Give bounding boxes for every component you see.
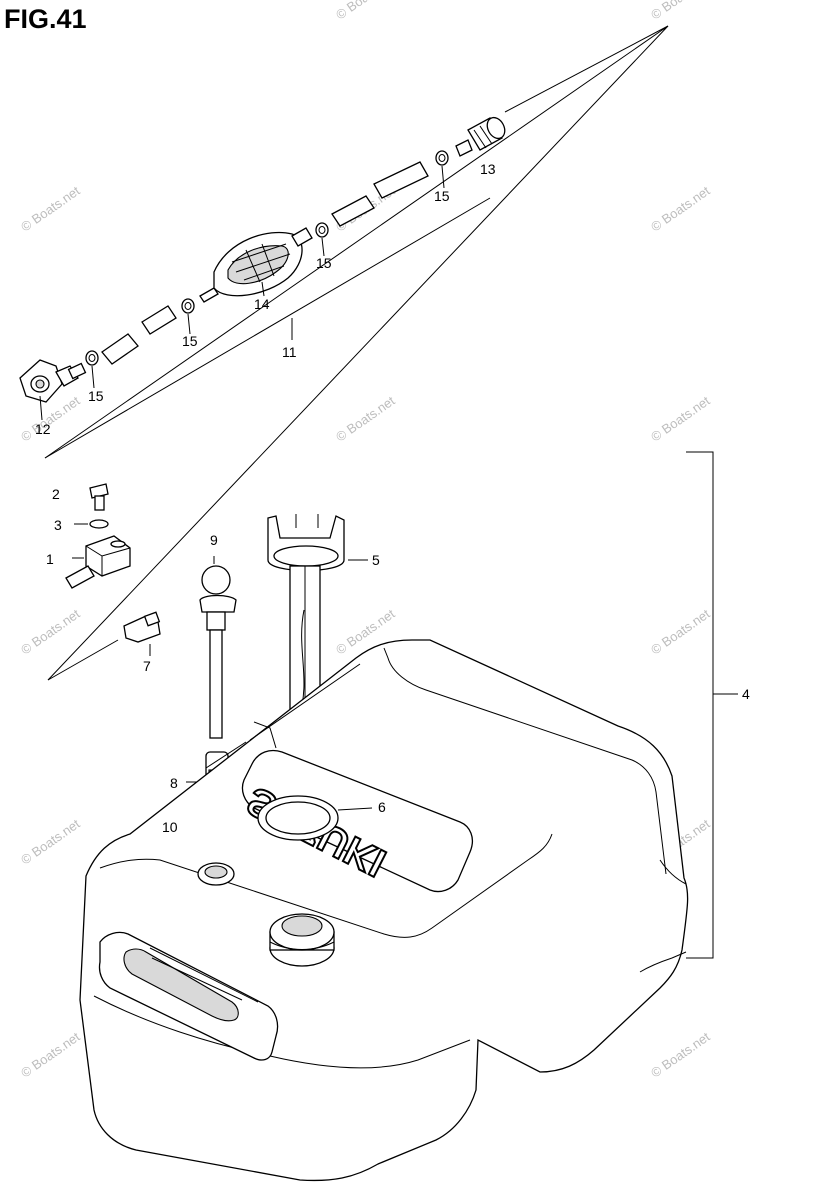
tank-joint-parts	[65, 483, 161, 656]
watermark: © Boats.net	[333, 0, 398, 22]
callout-2: 2	[52, 486, 60, 502]
callout-15: 15	[434, 188, 450, 204]
callout-14: 14	[254, 296, 270, 312]
watermark: © Boats.net	[648, 1029, 713, 1081]
hose-clip	[181, 298, 195, 314]
suction-pipe	[199, 565, 237, 739]
callout-1: 1	[46, 551, 54, 567]
watermark: © Boats.net	[333, 393, 398, 445]
primer-bulb	[199, 227, 313, 303]
callout-6: 6	[378, 799, 386, 815]
callout-10: 10	[162, 819, 178, 835]
watermark: © Boats.net	[648, 0, 713, 22]
hose-clip	[315, 222, 329, 238]
bolt	[89, 483, 109, 511]
callout-13: 13	[480, 161, 496, 177]
watermark: © Boats.net	[18, 816, 83, 868]
callout-9: 9	[210, 532, 218, 548]
tank-joint	[65, 535, 131, 589]
callout-15: 15	[88, 388, 104, 404]
tank-connector	[19, 359, 87, 403]
engine-connector	[455, 116, 506, 157]
filler-cap	[269, 913, 335, 967]
washer	[89, 519, 109, 529]
callout-7: 7	[143, 658, 151, 674]
watermark: © Boats.net	[18, 183, 83, 235]
group-outline-lines	[44, 25, 738, 959]
watermark: © Boats.net	[18, 606, 83, 658]
callouts: 1 2 3 4 5 6 7 8 9 10 11 12 13 14 15 15 1…	[35, 161, 750, 835]
fitting	[123, 611, 161, 643]
watermark: © Boats.net	[648, 393, 713, 445]
callout-11: 11	[282, 344, 297, 360]
callout-15: 15	[316, 255, 332, 271]
callout-4: 4	[742, 686, 750, 702]
callout-8: 8	[170, 775, 178, 791]
watermark: © Boats.net	[18, 1029, 83, 1081]
callout-3: 3	[54, 517, 62, 533]
watermark: © Boats.net	[648, 606, 713, 658]
hose-clip	[85, 350, 99, 366]
watermark: © Boats.net	[648, 183, 713, 235]
fuel-line-assembly	[19, 116, 506, 403]
fuel-tank: SUZUKI	[79, 639, 689, 1182]
figure-title: FIG.41	[4, 4, 87, 34]
callout-5: 5	[372, 552, 380, 568]
hose-clip	[435, 150, 449, 166]
callout-12: 12	[35, 421, 51, 437]
callout-15: 15	[182, 333, 198, 349]
